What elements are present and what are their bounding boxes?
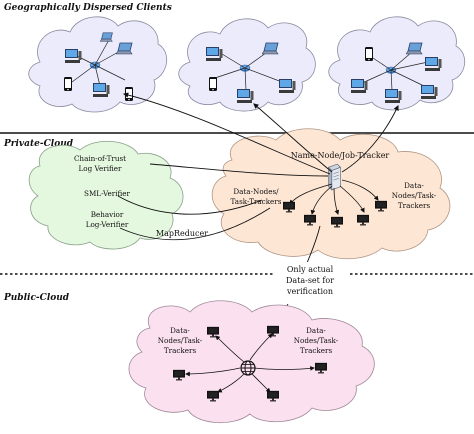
public-data-nodes-label-line: Nodes/Task- bbox=[294, 336, 339, 345]
verifier-connections: MapReducer bbox=[117, 163, 329, 241]
public-data-nodes-label-line: Nodes/Task- bbox=[158, 336, 203, 345]
desktop-icon bbox=[385, 89, 402, 103]
phone-icon bbox=[125, 87, 133, 101]
public-data-nodes-label-line: Trackers bbox=[300, 346, 333, 355]
data-nodes-label-line: Data-Nodes/ bbox=[233, 187, 279, 196]
client-cloud-1 bbox=[28, 16, 167, 113]
data-nodes-label-line: Nodes/Task- bbox=[392, 191, 437, 200]
public-data-nodes-label-line: Data- bbox=[306, 326, 326, 335]
section-title-clients: Geographically Dispersed Clients bbox=[4, 3, 172, 13]
desktop-icon bbox=[65, 49, 82, 63]
name-node-label: Name-Node/Job-Tracker bbox=[291, 151, 390, 160]
client-cloud-2 bbox=[178, 18, 316, 112]
data-nodes-label-line: Task-Trackers bbox=[231, 197, 282, 206]
verifier-label-line: Log Verifier bbox=[79, 164, 123, 173]
section-title-public-cloud: Public-Cloud bbox=[3, 293, 70, 303]
desktop-icon bbox=[425, 57, 442, 71]
transfer-note-line: Data-set for bbox=[286, 276, 334, 285]
client-cloud-3 bbox=[328, 16, 465, 111]
mapreducer-label: MapReducer bbox=[156, 229, 208, 238]
private-data-cloud: Name-Node/Job-Tracker Data-Nodes/ Task-T… bbox=[211, 128, 451, 260]
desktop-icon bbox=[206, 47, 223, 61]
verifier-label-line: Log-Verifier bbox=[86, 220, 129, 229]
transfer-note-line: verification bbox=[286, 287, 333, 296]
public-data-nodes-label-line: Trackers bbox=[164, 346, 197, 355]
verifier-cloud: Chain-of-Trust Log Verifier SML-Verifier… bbox=[28, 140, 184, 250]
phone-icon bbox=[209, 77, 217, 91]
desktop-icon bbox=[421, 85, 438, 99]
desktop-icon bbox=[279, 79, 296, 93]
desktop-icon bbox=[351, 79, 368, 93]
public-cloud: Data- Nodes/Task- Trackers Data- Nodes/T… bbox=[128, 300, 375, 424]
verifier-label-line: Behavior bbox=[91, 210, 124, 219]
verifier-label-line: SML-Verifier bbox=[84, 189, 131, 198]
desktop-icon bbox=[237, 89, 254, 103]
data-nodes-label-line: Trackers bbox=[398, 201, 431, 210]
section-title-private-cloud: Private-Cloud bbox=[3, 139, 74, 149]
verifier-label-line: Chain-of-Trust bbox=[74, 154, 126, 163]
phone-icon bbox=[365, 47, 373, 61]
transfer-note-line: Only actual bbox=[287, 265, 334, 274]
public-data-nodes-label-line: Data- bbox=[170, 326, 190, 335]
data-nodes-label-line: Data- bbox=[404, 181, 424, 190]
client-connections bbox=[122, 92, 399, 175]
desktop-icon bbox=[93, 83, 110, 97]
server-icon bbox=[328, 163, 341, 191]
phone-icon bbox=[64, 77, 72, 91]
